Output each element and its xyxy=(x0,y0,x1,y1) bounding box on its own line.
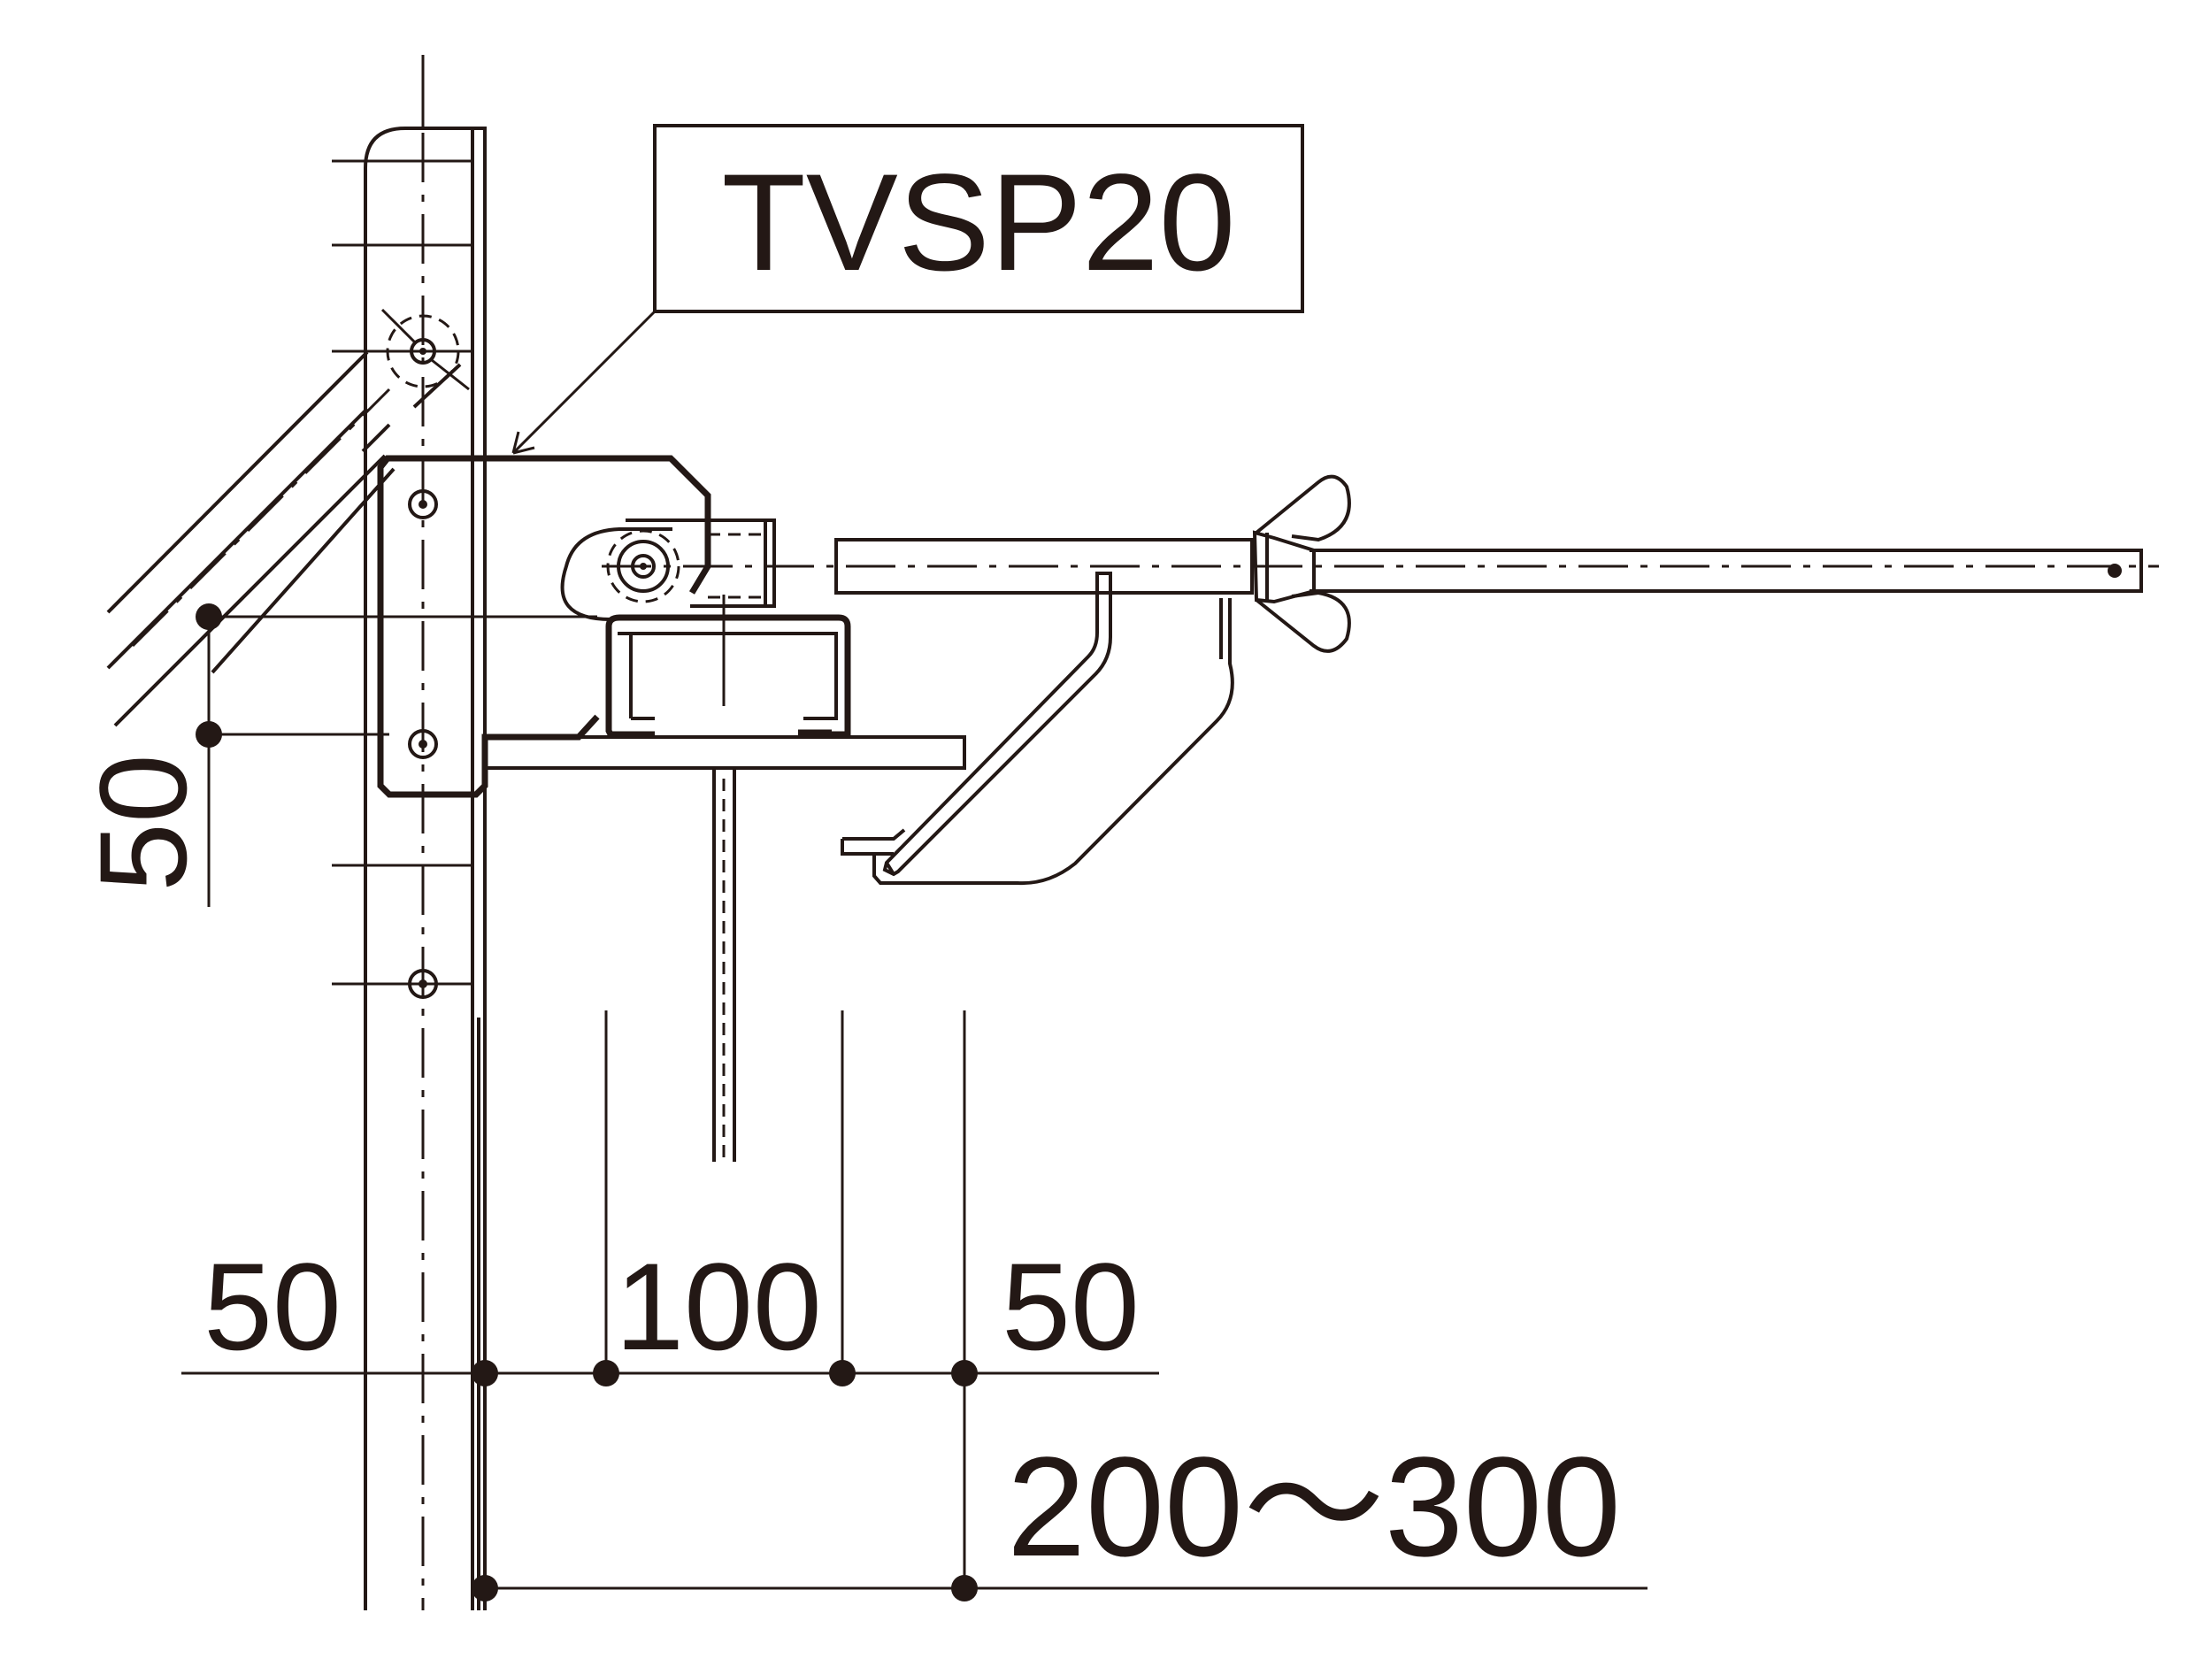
c-channel-section xyxy=(605,595,851,1162)
dimension-dot xyxy=(951,1360,978,1386)
wing-nut xyxy=(1252,474,1351,653)
dimension-text: 50 50 100 50 200～300 xyxy=(73,754,1621,1586)
vertical-rail xyxy=(332,55,487,1610)
dimension-dot xyxy=(196,721,222,748)
model-label: TVSP20 xyxy=(722,146,1236,300)
overall-range-dimension: 200～300 xyxy=(1007,1427,1621,1586)
dimension-dot xyxy=(472,1360,498,1386)
dimension-dot xyxy=(593,1360,619,1386)
horizontal-right-dimension: 50 xyxy=(1002,1237,1140,1376)
tilted-bracket-phantom xyxy=(106,308,470,727)
clamp-assembly xyxy=(560,474,2159,886)
rail-slot-ticks xyxy=(332,159,473,986)
dimension-dot xyxy=(951,1575,978,1601)
main-bracket xyxy=(377,455,966,798)
dimension-dot xyxy=(829,1360,856,1386)
horizontal-middle-dimension: 100 xyxy=(615,1237,822,1376)
model-callout: TVSP20 xyxy=(511,124,1304,455)
rail-hole-marks xyxy=(408,489,438,999)
dimension-dot xyxy=(472,1575,498,1601)
dimension-lines xyxy=(181,603,1647,1601)
horizontal-left-dimension: 50 xyxy=(204,1237,342,1376)
vertical-pitch-dimension: 50 xyxy=(73,754,212,892)
dimension-dot xyxy=(196,603,222,630)
